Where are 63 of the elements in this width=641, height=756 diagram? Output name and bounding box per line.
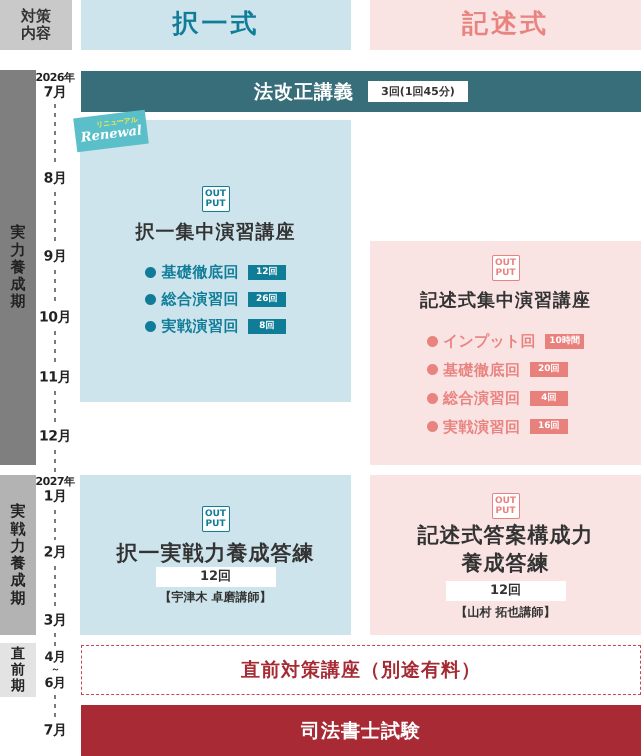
timeline-label: 2026年: [35, 72, 75, 84]
period-label: 直前期: [11, 646, 25, 694]
timeline-label: 2月: [44, 545, 66, 561]
timeline-label: 2027年: [35, 476, 75, 488]
item-label: 総合演習回: [443, 388, 521, 408]
exam-title: 司法書士試験: [301, 718, 421, 744]
output-tag: OUT PUT: [202, 186, 230, 212]
course-title: 択一実戦力養成答練: [116, 540, 314, 566]
period-label: 実力養成期: [10, 224, 26, 311]
timeline-label: 3月: [44, 613, 66, 629]
period-bar: [0, 475, 36, 635]
course-title: 択一集中演習講座: [136, 220, 296, 244]
output-tag: OUT PUT: [492, 493, 520, 519]
course-panel: [80, 475, 351, 635]
period-bar: [0, 70, 36, 465]
lecturer-name: 【宇津木 卓磨講師】: [159, 589, 272, 605]
timeline-label: 4月: [44, 650, 66, 666]
period-label: 実戦力養成期: [10, 503, 26, 607]
item-label: 基礎徹底回: [161, 262, 239, 282]
period-bar: [0, 643, 36, 697]
item-label: 基礎徹底回: [443, 360, 521, 380]
timeline-label: 12月: [39, 429, 71, 445]
session-count-tag: 10時間: [545, 334, 584, 348]
header-panel: [0, 0, 72, 50]
header-label: 対策内容: [20, 8, 52, 42]
header-panel: [81, 0, 351, 50]
session-count-tag: 20回: [530, 362, 568, 377]
session-count-tag: 12回: [156, 567, 276, 587]
header-panel: [370, 0, 641, 50]
course-title: 直前対策講座（別途有料）: [241, 658, 481, 683]
item-label: 実戦演習回: [443, 416, 521, 436]
session-count-tag: 8回: [248, 318, 286, 334]
timeline-label: 7月: [44, 723, 66, 739]
timeline-label: ～: [50, 666, 60, 676]
session-count-tag: 12回: [248, 264, 286, 280]
output-tag: OUT PUT: [492, 255, 520, 281]
timeline-label: 11月: [39, 370, 71, 386]
timeline-label: 8月: [44, 171, 66, 187]
session-count-tag: 16回: [530, 419, 568, 434]
header-label: 択一式: [172, 10, 260, 40]
item-label: 総合演習回: [161, 289, 239, 309]
course-panel: [370, 475, 641, 635]
session-count-tag: 26回: [248, 292, 286, 306]
exam-bar: [81, 705, 641, 756]
session-count-tag: 3回(1回45分): [368, 81, 468, 102]
timeline-label: 7月: [44, 85, 66, 101]
lecture-bar: [81, 71, 641, 112]
course-panel: [81, 645, 641, 695]
lecturer-name: 【山村 拓也講師】: [455, 604, 556, 620]
item-label: インプット回: [443, 331, 536, 351]
course-title: 記述式答案構成力養成答練: [416, 522, 594, 577]
item-label: 実戦演習回: [161, 316, 239, 336]
course-title: 記述式集中演習講座: [420, 289, 591, 312]
header-label: 記述式: [462, 10, 549, 40]
course-panel: [370, 241, 641, 465]
output-tag: OUT PUT: [202, 506, 230, 532]
timeline-label: 6月: [44, 676, 66, 692]
session-count-tag: 4回: [530, 390, 568, 406]
timeline-label: 1月: [44, 489, 66, 505]
timeline-label: 10月: [39, 310, 71, 326]
session-count-tag: 12回: [446, 581, 566, 601]
lecture-title: 法改正講義: [254, 80, 354, 104]
timeline-label: 9月: [44, 249, 66, 265]
